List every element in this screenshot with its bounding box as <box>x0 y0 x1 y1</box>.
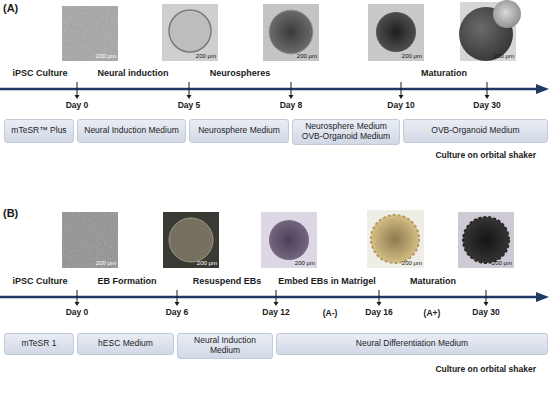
day-label: Day 10 <box>387 101 414 110</box>
note-label: Culture on orbital shaker <box>435 151 536 160</box>
note-label: Culture on orbital shaker <box>435 365 536 374</box>
day-label: Day 5 <box>178 101 201 110</box>
day-label: Day 0 <box>66 101 89 110</box>
scale-bar-label: 200 μm <box>402 53 422 60</box>
medium-name: mTeSR 1 <box>22 339 57 349</box>
day-label: Day 8 <box>280 101 303 110</box>
medium-name: hESC Medium <box>98 339 153 349</box>
scale-bar-label: 200 μm <box>492 260 512 267</box>
medium-box: hESC Medium <box>77 333 174 355</box>
medium-box: mTeSR™ Plus <box>4 119 74 143</box>
medium-box: Neural Differentiation Medium <box>276 333 548 355</box>
medium-name: OVB-Organoid Medium <box>431 126 519 136</box>
medium-name: Neural Induction Medium <box>182 336 268 356</box>
stage-label: Maturation <box>410 277 456 287</box>
medium-box: Neural Induction Medium <box>177 333 273 359</box>
stage-label: Resuspend EBs <box>193 277 262 287</box>
day-label: Day 30 <box>472 308 499 317</box>
day-label: Day 6 <box>166 308 189 317</box>
scale-bar-label: 200 μm <box>494 53 514 60</box>
medium-name: Neurosphere Medium OVB-Organoid Medium <box>297 122 395 142</box>
day-label: Day 12 <box>262 308 289 317</box>
scale-bar-label: 200 μm <box>297 53 317 60</box>
medium-box: Neural Induction Medium <box>77 119 186 143</box>
scale-bar-label: 200 μm <box>197 260 217 267</box>
medium-name: Neural Induction Medium <box>84 126 179 136</box>
scale-bar-label: 200 μm <box>295 260 315 267</box>
panel-label: (A) <box>3 2 18 14</box>
medium-box: Neurosphere Medium <box>189 119 289 143</box>
condition-label: (A+) <box>424 309 441 318</box>
stage-label: Embed EBs in Matrigel <box>278 277 376 287</box>
stage-label: iPSC Culture <box>12 277 67 287</box>
stage-label: Maturation <box>421 69 467 79</box>
condition-label: (A-) <box>323 309 338 318</box>
medium-name: mTeSR™ Plus <box>11 126 66 136</box>
medium-name: Neurosphere Medium <box>198 126 280 136</box>
medium-name: Neural Differentiation Medium <box>356 339 468 349</box>
stage-label: iPSC Culture <box>12 69 67 79</box>
scale-bar-label: 200 μm <box>96 53 116 60</box>
day-label: Day 16 <box>365 308 392 317</box>
scale-bar-label: 200 μm <box>402 260 422 267</box>
scale-bar-label: 200 μm <box>196 53 216 60</box>
stage-label: EB Formation <box>97 277 156 287</box>
medium-box: mTeSR 1 <box>4 333 74 355</box>
day-label: Day 30 <box>473 101 500 110</box>
stage-label: Neurospheres <box>210 69 271 79</box>
medium-box: OVB-Organoid Medium <box>403 119 548 143</box>
panel-label: (B) <box>3 207 18 219</box>
medium-box: Neurosphere Medium OVB-Organoid Medium <box>292 119 400 145</box>
stage-label: Neural induction <box>97 69 168 79</box>
scale-bar-label: 200 μm <box>96 260 116 267</box>
day-label: Day 0 <box>66 308 89 317</box>
